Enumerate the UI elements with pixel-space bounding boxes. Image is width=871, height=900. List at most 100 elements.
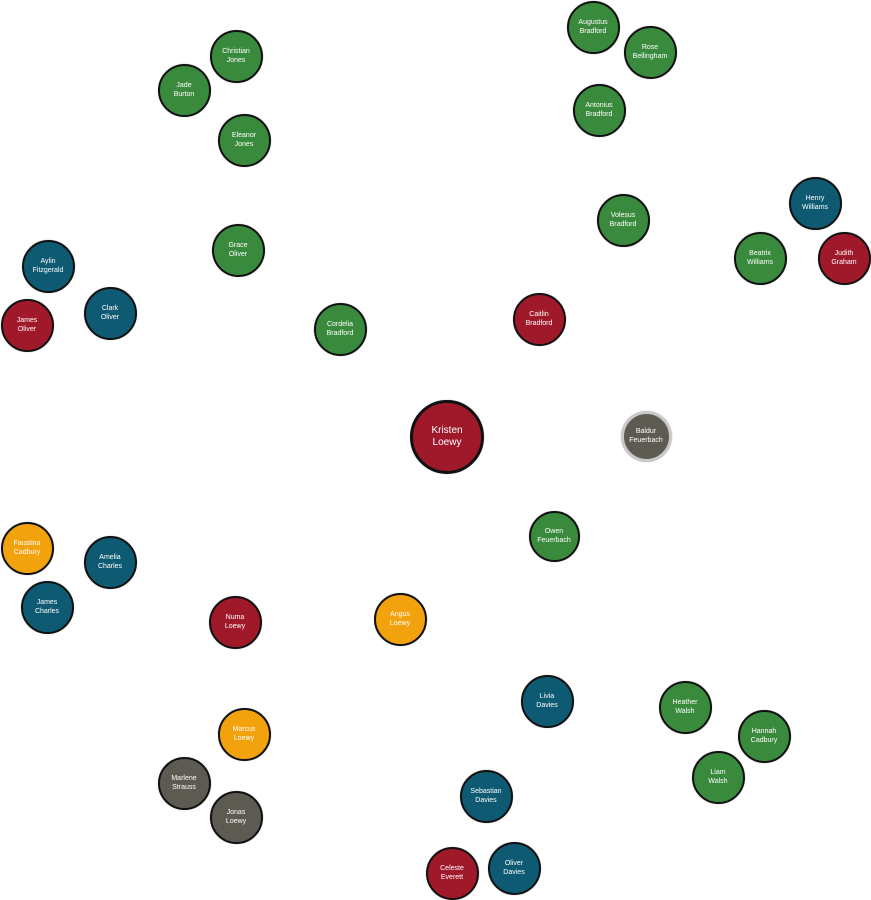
person-first-name: Christian [222, 48, 250, 55]
person-last-name: Feuerbach [629, 437, 663, 444]
person-last-name: Strauss [172, 784, 196, 791]
person-first-name: Henry [805, 195, 825, 202]
person-last-name: Loewy [224, 623, 246, 630]
person-first-name: James [16, 317, 38, 324]
person-first-name: Marlene [171, 775, 197, 782]
person-first-name: Liam [710, 769, 726, 776]
person-first-name: Livia [539, 693, 555, 700]
person-last-name: Jones [234, 141, 254, 148]
person-first-name: Aylin [40, 258, 56, 265]
person-first-name: Antonius [585, 102, 613, 109]
person-last-name: Cadbury [13, 549, 41, 556]
person-last-name: Walsh [675, 708, 695, 715]
person-last-name: Davies [536, 702, 558, 709]
person-first-name: Grace [228, 242, 248, 249]
person-last-name: Charles [34, 608, 60, 615]
person-first-name: Marcus [232, 726, 256, 733]
person-last-name: Bradford [585, 111, 613, 118]
person-first-name: Amelia [99, 554, 121, 561]
person-last-name: Bradford [609, 221, 637, 228]
person-last-name: Oliver [17, 326, 37, 333]
person-first-name: Baldur [635, 428, 657, 435]
person-last-name: Bradford [525, 320, 553, 327]
person-last-name: Oliver [228, 251, 248, 258]
person-first-name: Beatrix [749, 250, 771, 257]
person-first-name: Judith [834, 250, 854, 257]
person-last-name: Loewy [432, 437, 462, 448]
person-last-name: Fitzgerald [32, 267, 64, 274]
person-first-name: Hannah [751, 728, 777, 735]
person-last-name: Graham [831, 259, 857, 266]
person-first-name: James [36, 599, 58, 606]
person-first-name: Celeste [440, 865, 464, 872]
person-first-name: Clark [101, 305, 119, 312]
person-first-name: Caitlin [529, 311, 549, 318]
person-first-name: Kristen [431, 425, 463, 436]
person-last-name: Charles [97, 563, 123, 570]
person-last-name: Davies [475, 797, 497, 804]
person-last-name: Loewy [225, 818, 247, 825]
person-first-name: Volesus [610, 212, 636, 219]
person-first-name: Eleanor [231, 132, 257, 139]
person-last-name: Oliver [100, 314, 120, 321]
person-last-name: Bradford [579, 28, 607, 35]
person-last-name: Bradford [326, 330, 354, 337]
